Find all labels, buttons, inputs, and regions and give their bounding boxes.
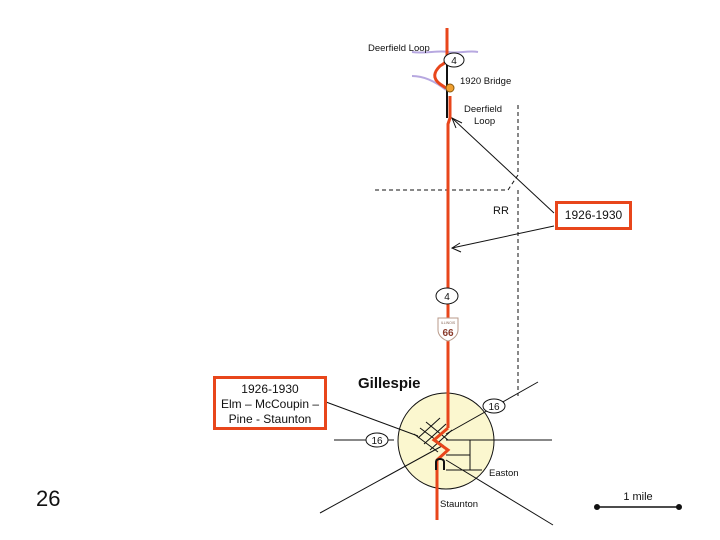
- staunton-label: Staunton: [440, 499, 478, 510]
- old-alignment-jog: [435, 458, 445, 470]
- southeast-road: [445, 459, 554, 526]
- svg-text:ILLINOIS: ILLINOIS: [441, 321, 456, 325]
- route16-shield-left: 16: [365, 432, 389, 448]
- scale-bar: 1 mile: [594, 491, 682, 510]
- deerfield-loop-east-label-2: Loop: [474, 116, 495, 127]
- svg-text:1 mile: 1 mile: [623, 491, 652, 503]
- svg-text:4: 4: [451, 56, 457, 67]
- bridge-marker: [445, 83, 455, 93]
- gillespie-label: Gillespie: [358, 375, 421, 392]
- easton-label: Easton: [489, 468, 519, 479]
- southwest-road: [319, 445, 443, 514]
- route66-loop-south: [446, 96, 452, 428]
- route16-shield-right: 16: [482, 398, 506, 414]
- page-number: 26: [36, 486, 61, 511]
- svg-text:66: 66: [442, 328, 454, 339]
- callout-streets-line3: Pine - Staunton: [228, 412, 312, 426]
- callout-streets-line1: 1926-1930: [241, 382, 299, 396]
- svg-text:16: 16: [488, 402, 500, 413]
- callout-alignment-text: 1926-1930: [564, 208, 623, 222]
- route4-shield-mid: 4: [435, 287, 459, 305]
- svg-text:4: 4: [444, 292, 450, 303]
- callout-leader-streets: [325, 401, 419, 437]
- deerfield-loop-label: Deerfield Loop: [368, 43, 430, 54]
- town-street-grid: [413, 417, 453, 453]
- us66-shield: ILLINOIS 66: [437, 317, 459, 342]
- deerfield-loop-east-label-1: Deerfield: [464, 104, 502, 115]
- callout-leader-loop: [451, 117, 555, 214]
- railroad-line: [372, 105, 519, 191]
- route4-shield-top: 4: [443, 52, 465, 68]
- callout-1926-1930-streets: 1926-1930 Elm – McCoupin – Pine - Staunt…: [213, 376, 327, 430]
- callout-leader-road: [451, 225, 555, 249]
- bridge-label: 1920 Bridge: [460, 76, 511, 87]
- svg-text:16: 16: [371, 436, 383, 447]
- callout-1926-1930-alignment: 1926-1930: [555, 201, 632, 230]
- gillespie-town-area: [397, 392, 495, 490]
- callout-streets-line2: Elm – McCoupin –: [220, 397, 320, 411]
- railroad-label: RR: [493, 205, 509, 217]
